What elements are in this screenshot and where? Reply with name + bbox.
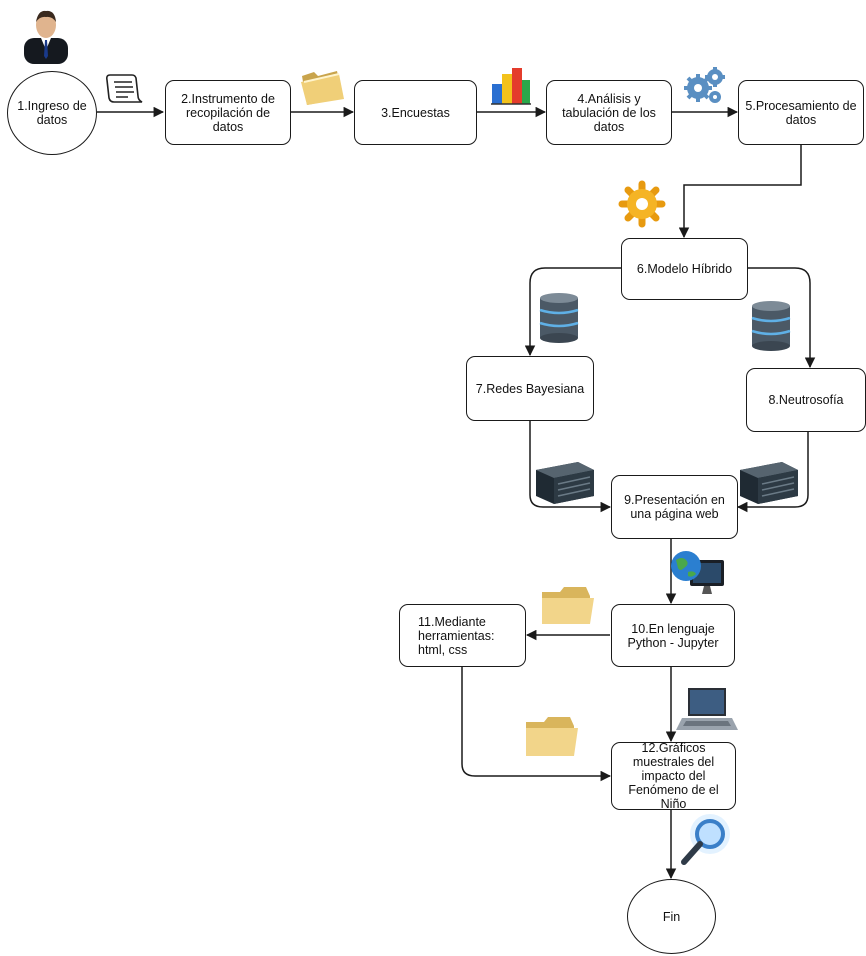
node-label: 9.Presentación en una página web [624,493,725,521]
server-icon [740,462,798,504]
node-label: 2.Instrumento de recopilación de datos [181,91,275,134]
node-label: 8.Neutrosofía [768,393,844,407]
node-redes-bayesiana[interactable]: 7.Redes Bayesiana [466,356,594,421]
folder-icon [301,71,344,105]
node-procesamiento-datos[interactable]: 5.Procesamiento de datos [738,80,864,145]
node-encuestas[interactable]: 3.Encuestas [354,80,477,145]
node-neutrosofia[interactable]: 8.Neutrosofía [746,368,866,432]
laptop-icon [676,688,738,730]
node-herramientas-html-css[interactable]: 11.Mediante herramientas: html, css [399,604,526,667]
node-label: Fin [662,909,681,924]
server-icon [536,462,594,504]
document-icon [106,74,143,103]
node-fin[interactable]: Fin [627,879,716,954]
edge-8-9 [736,432,809,513]
node-label: 11.Mediante herramientas: html, css [418,614,495,657]
edge-6-7 [524,267,621,357]
gear-icon [618,180,666,228]
edge-11-12 [461,667,612,782]
node-label: 3.Encuestas [381,105,450,120]
gears-icon [684,67,725,103]
bar-chart-icon [491,68,531,105]
node-presentacion-web[interactable]: 9.Presentación en una página web [611,475,738,539]
node-label: 12.Gráficos muestrales del impacto del F… [628,741,719,811]
database-icon [751,301,791,351]
node-label: 6.Modelo Híbrido [636,262,733,276]
node-instrumento-recopilacion[interactable]: 2.Instrumento de recopilación de datos [165,80,291,145]
node-label: 1.Ingreso de datos [17,99,87,127]
globe-monitor-icon [671,551,724,594]
edge-6-8 [748,267,816,369]
node-analisis-tabulacion[interactable]: 4.Análisis y tabulación de los datos [546,80,672,145]
edge-7-9 [529,421,612,513]
folder-icon [526,717,578,756]
node-graficos-muestrales[interactable]: 12.Gráficos muestrales del impacto del F… [611,741,736,811]
node-modelo-hibrido[interactable]: 6.Modelo Híbrido [621,238,748,300]
node-label: 5.Procesamiento de datos [745,98,857,127]
magnifier-icon [681,814,730,865]
node-label: 7.Redes Bayesiana [475,381,585,396]
node-lenguaje-python[interactable]: 10.En lenguaje Python - Jupyter [611,604,735,667]
node-label: 4.Análisis y tabulación de los datos [562,91,656,134]
folder-icon [542,587,594,624]
edge-5-6 [678,145,802,239]
node-label: 10.En lenguaje Python - Jupyter [627,621,719,650]
node-ingreso-de-datos[interactable]: 1.Ingreso de datos [7,71,97,155]
user-icon [24,10,68,64]
database-icon [539,293,579,343]
